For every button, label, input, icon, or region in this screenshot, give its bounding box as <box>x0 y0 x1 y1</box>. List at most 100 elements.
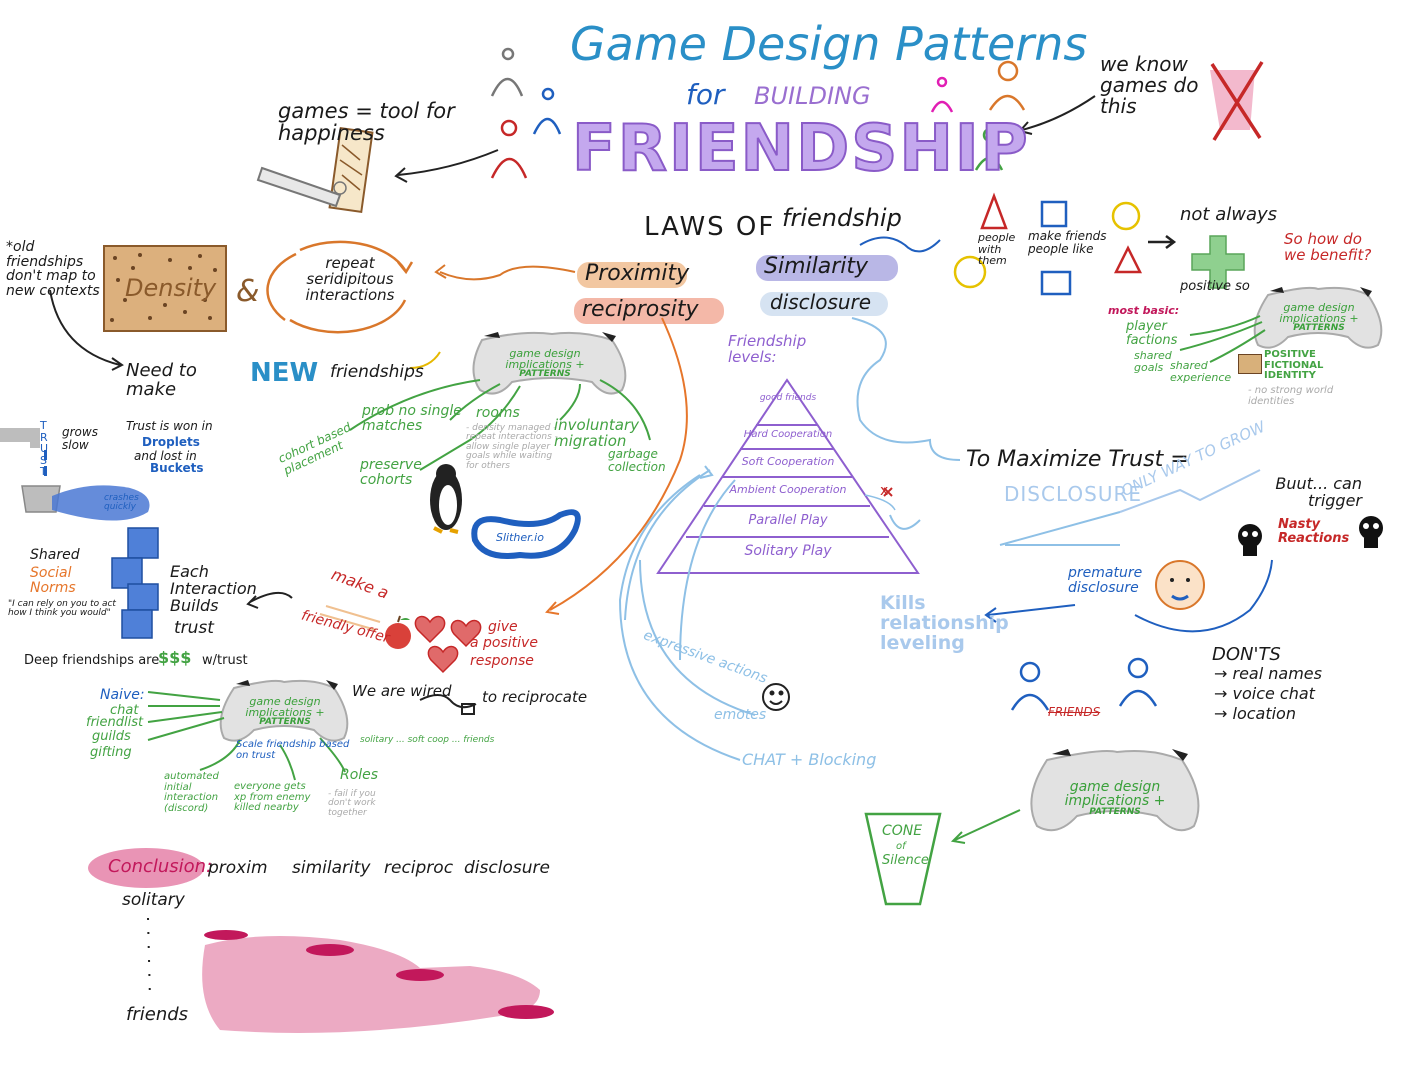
i-can-rely: "I can rely on you to act how I think yo… <box>8 599 116 619</box>
chat-item: chat <box>110 703 139 718</box>
need-to-make: Need to make <box>126 360 197 400</box>
law-proximity: Proximity <box>585 261 690 286</box>
arrow-premature <box>1134 559 1273 633</box>
pyramid-level: good friends <box>759 393 817 403</box>
conclusion-column-label: similarity <box>292 858 371 878</box>
offer-lines <box>319 605 381 631</box>
cone-line2: of <box>896 841 906 852</box>
controller-bottom-right <box>1030 749 1200 832</box>
proximity-highlight <box>577 262 687 288</box>
involuntary-migration: involuntary migration <box>554 416 640 450</box>
conclusion-highlight <box>88 848 204 888</box>
solitary-chain: solitary ... soft coop ... friends <box>360 735 495 745</box>
rooms-notes: - density managed - repeat interactions … <box>466 423 558 471</box>
controller-label-line3: PATTERNS <box>259 717 311 727</box>
friends-label: friends <box>126 1004 189 1025</box>
nasty-reactions: Nasty Reactions <box>1278 517 1350 546</box>
reciprocity-highlight <box>574 298 724 324</box>
friendship-pyramid <box>656 378 920 574</box>
faucet-icon <box>0 428 40 448</box>
skull-icon-left <box>1238 524 1262 556</box>
so-how-benefit: So how do we benefit? <box>1284 230 1372 264</box>
cone-line3: Silence <box>882 853 929 868</box>
cone-line1: CONE <box>882 823 923 839</box>
fail-if: - fail if you don't work together <box>328 789 376 818</box>
social-norms: Social Norms <box>30 565 76 596</box>
ampersand: & <box>236 274 260 309</box>
repeat-interactions: repeat seridipitous interactions <box>305 254 395 304</box>
response: response <box>470 653 534 669</box>
shared-label: Shared <box>30 547 80 563</box>
title-line1: Game Design Patterns <box>570 17 1088 71</box>
trust-blocks <box>111 527 159 639</box>
laws-friendship: friendship <box>782 204 902 232</box>
grows-slow: grows slow <box>62 425 98 452</box>
laws-heading: LAWS OF <box>644 212 776 242</box>
similarity-shapes <box>953 192 1177 296</box>
arrow-to-cone <box>954 809 1021 841</box>
and-lost: and lost in <box>134 449 197 463</box>
bottom-left-branches <box>147 691 346 781</box>
trust-word: trust <box>174 618 214 638</box>
grow-arrow <box>1119 469 1261 513</box>
controller-label-line2: implications + <box>505 358 585 371</box>
penguin-icon <box>430 464 462 534</box>
disclosure-flows <box>618 317 1121 761</box>
most-basic: most basic: <box>1108 304 1180 317</box>
arrow-each-interaction <box>249 591 293 603</box>
arrow-similarity <box>859 236 941 253</box>
everyone-gets-xp: everyone gets xp from enemy killed nearb… <box>234 781 311 813</box>
skull-icon-right <box>1359 516 1383 548</box>
pyramid-level: Hard Cooperation <box>743 429 833 440</box>
conclusion-label: Conclusion: <box>108 856 213 877</box>
new-label: NEW <box>250 358 319 388</box>
wrench-paper-icon <box>256 127 374 213</box>
scale-friendship: Scale friendship based on trust <box>236 739 350 761</box>
kills-relationship-leveling: Kills relationship leveling <box>880 592 1009 654</box>
disclosure-highlight <box>760 292 888 316</box>
guilds-item: guilds <box>92 729 131 744</box>
cat-icon <box>1238 354 1262 374</box>
crossed-out-icon <box>1210 61 1264 141</box>
controller-right <box>1253 286 1383 349</box>
pyramid-level: Ambient Cooperation <box>729 483 847 496</box>
shared-experience: shared experience <box>1170 359 1232 384</box>
law-similarity: Similarity <box>764 254 869 279</box>
controller-label-line2: implications + <box>245 706 325 719</box>
buut-trigger: Buut... can trigger <box>1275 474 1362 510</box>
controller-label-line2: implications + <box>1279 312 1359 325</box>
apple-icon <box>385 615 411 649</box>
pyramid-level: Parallel Play <box>748 513 828 528</box>
we-are-wired: We are wired <box>352 682 452 700</box>
w-trust: w/trust <box>202 653 248 668</box>
law-reciprocity: reciprosity <box>582 297 699 322</box>
we-know-text: we know games do this <box>1100 52 1199 118</box>
person-icon-blue <box>532 87 562 135</box>
donts-item: → location <box>1214 704 1296 723</box>
person-icon-red <box>490 119 528 179</box>
cone-of-silence <box>864 812 942 906</box>
rooms: rooms <box>476 405 520 421</box>
plug-icon <box>419 694 477 709</box>
a-positive: a positive <box>470 635 538 651</box>
donts-item: → real names <box>1214 664 1322 683</box>
person-icon-orange <box>988 60 1026 111</box>
roles-label: Roles <box>340 767 379 783</box>
positive-plus-icon <box>1191 235 1245 289</box>
people-with-them: people with them <box>978 231 1016 268</box>
controller-label-line3: PATTERNS <box>1293 323 1345 333</box>
conclusion-bars <box>202 936 540 1033</box>
garbage-collection: garbage collection <box>608 447 666 474</box>
center-branches <box>349 379 651 471</box>
conclusion-column-label: reciproc <box>384 858 454 878</box>
preserve-cohorts: preserve cohorts <box>360 457 422 488</box>
heart-icons <box>414 615 482 674</box>
give: give <box>488 619 518 635</box>
slither-label: Slither.io <box>496 531 544 544</box>
games-tool-text: games = tool for happiness <box>278 99 455 146</box>
premature-disclosure: premature disclosure <box>1068 565 1143 596</box>
shared-goals: shared goals <box>1134 349 1172 374</box>
arrow-reciprocity <box>549 317 688 611</box>
similarity-highlight <box>756 255 898 281</box>
